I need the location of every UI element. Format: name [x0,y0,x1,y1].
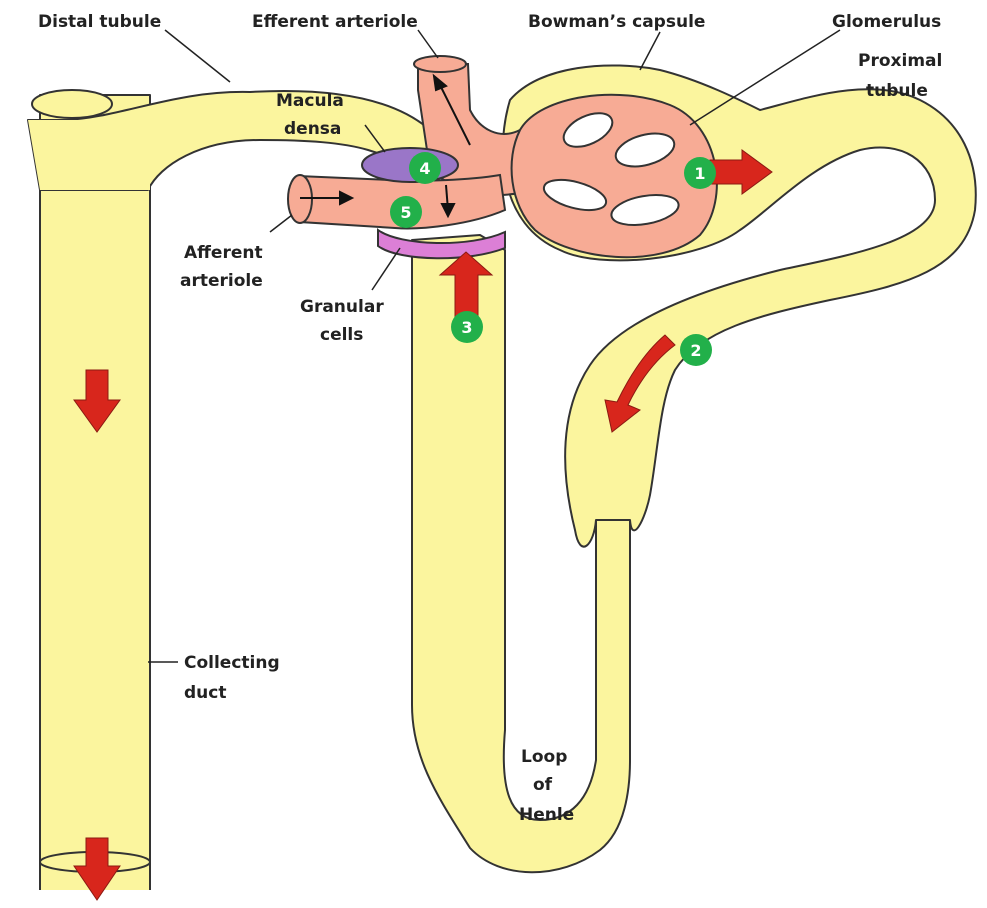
label-macula-densa-line1: Macula [276,91,344,111]
label-granular-cells-line2: cells [320,325,363,345]
marker-2: 2 [680,334,712,366]
label-loop-of-henle-line1: Loop [521,747,567,767]
collecting-duct [40,95,150,895]
label-collecting-duct-line1: Collecting [184,653,280,673]
granular-cells [378,230,505,258]
label-proximal-tubule-line1: Proximal [858,51,942,71]
label-loop-of-henle-line3: Henle [519,805,574,825]
label-efferent-arteriole: Efferent arteriole [252,12,418,32]
ascending-limb [412,235,630,872]
svg-text:2: 2 [690,341,701,360]
collecting-duct-opening [32,90,112,118]
label-proximal-tubule-line2: tubule [866,81,928,101]
label-granular-cells-line1: Granular [300,297,384,317]
label-afferent-arteriole-line1: Afferent [184,243,263,263]
label-afferent-arteriole-line2: arteriole [180,271,263,291]
label-bowmans-capsule: Bowman’s capsule [528,12,705,32]
label-distal-tubule: Distal tubule [38,12,161,32]
label-loop-of-henle-line2: of [533,775,553,795]
svg-text:5: 5 [400,203,411,222]
label-glomerulus: Glomerulus [832,12,941,32]
marker-1: 1 [684,157,716,189]
svg-text:3: 3 [461,318,472,337]
label-collecting-duct-line2: duct [184,683,226,703]
marker-5: 5 [390,196,422,228]
svg-text:1: 1 [694,164,705,183]
efferent-arteriole-opening [414,56,466,72]
label-macula-densa-line2: densa [284,119,341,139]
collecting-duct-top [28,120,150,190]
marker-3: 3 [451,311,483,343]
svg-text:4: 4 [419,159,430,178]
marker-4: 4 [409,152,441,184]
